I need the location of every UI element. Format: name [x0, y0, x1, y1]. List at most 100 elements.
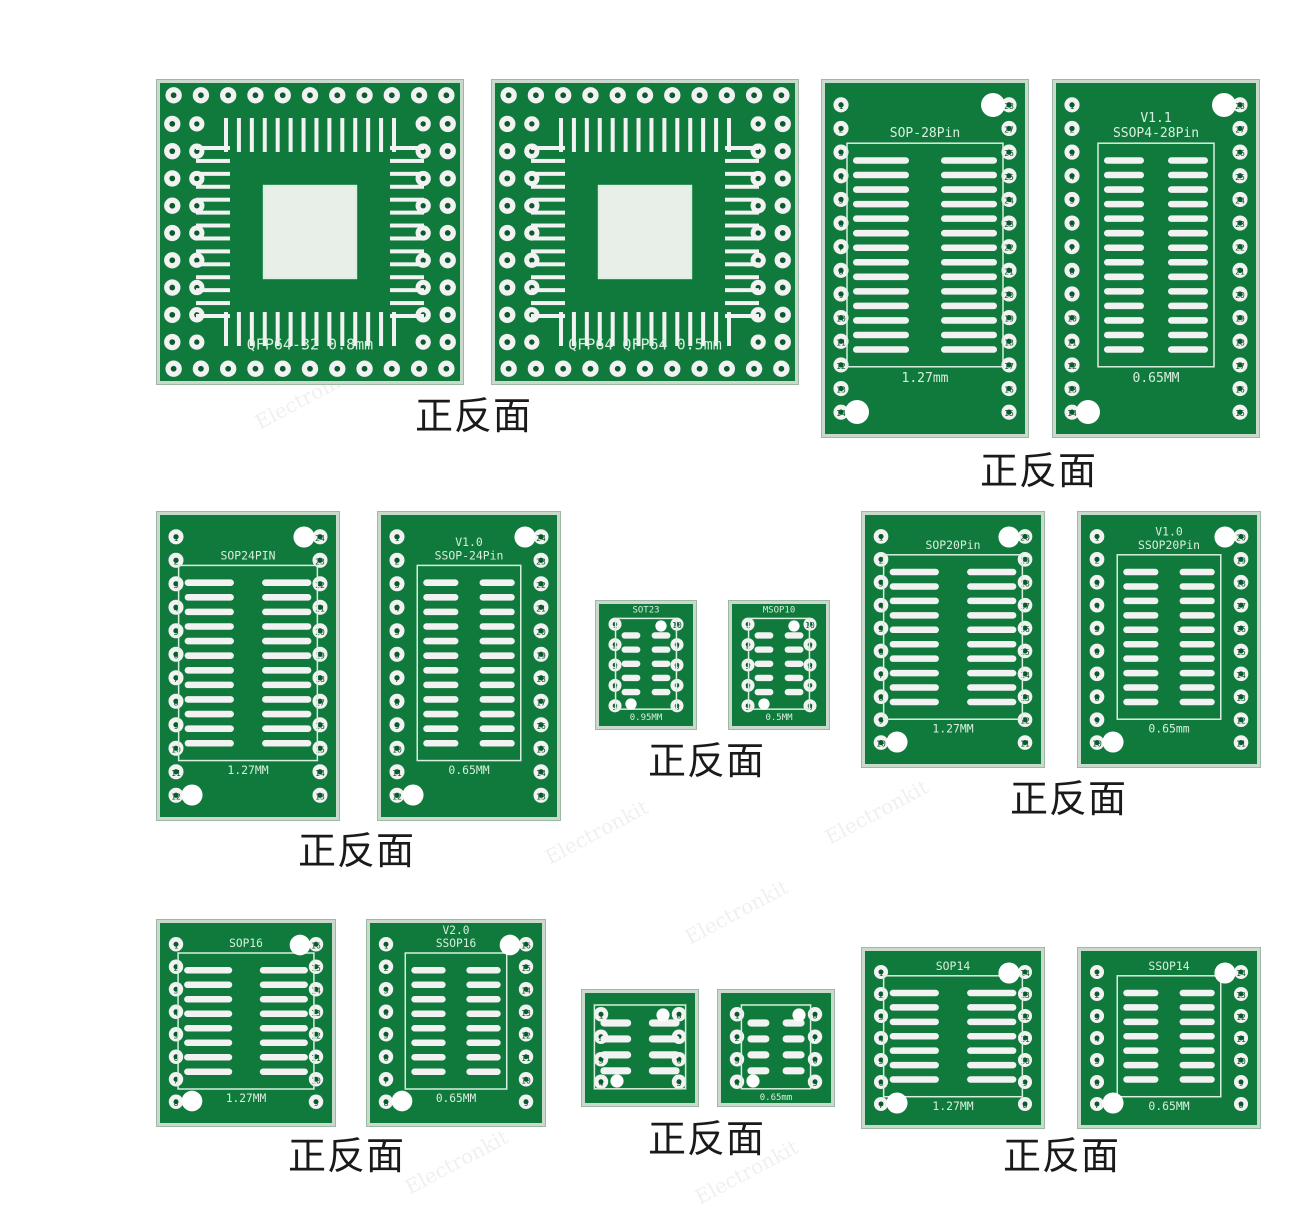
pin-number: 6: [1095, 1079, 1100, 1088]
smd-pad: [1123, 989, 1159, 997]
pin-number: 8: [1239, 1101, 1244, 1110]
smd-pad: [184, 1068, 233, 1076]
pin-number: 9: [1070, 291, 1075, 300]
mounting-hole: [181, 784, 203, 806]
smd-pad: [889, 655, 939, 662]
pin-number: 10: [1236, 1057, 1246, 1066]
pin-number: 11: [392, 769, 402, 778]
mounting-hole: [402, 784, 424, 806]
pin-number: 8: [1070, 267, 1075, 276]
smd-pad: [967, 597, 1017, 605]
qfp64-board-back: QFP64 QFP64 0.5mm: [492, 80, 798, 384]
silkscreen-label: SSOP14: [1148, 959, 1189, 973]
pin-number: 18: [1235, 338, 1245, 347]
smd-pad: [853, 229, 909, 237]
silkscreen-label: SOT23: [632, 605, 659, 615]
pin-number: 13: [315, 792, 325, 801]
silkscreen-label: 0.65MM: [436, 1092, 477, 1105]
pin-number: 11: [171, 769, 181, 778]
pin-number: 11: [1067, 338, 1077, 347]
pin-number: 4: [839, 173, 844, 182]
silkscreen-label: MSOP10: [763, 605, 796, 615]
mounting-hole: [998, 526, 1020, 548]
pin-number: 2: [1095, 991, 1100, 1000]
smd-pad: [259, 1053, 308, 1061]
pin-number: 3: [879, 1013, 884, 1022]
pin-number: 16: [1236, 625, 1246, 634]
pin-number: 3: [1070, 149, 1075, 158]
pin-number: 8: [677, 1011, 682, 1020]
pin-number: 7: [879, 1101, 884, 1110]
pin-number: 10: [392, 745, 402, 754]
smd-pad: [967, 655, 1017, 662]
smd-pad: [1104, 346, 1144, 353]
silkscreen-label: SSOP4-28Pin: [1113, 126, 1199, 141]
pin-number: 17: [1020, 602, 1030, 611]
pin-number: 9: [839, 291, 844, 300]
smd-pad: [754, 674, 774, 682]
mounting-hole: [625, 698, 637, 710]
pin-number: 24: [536, 534, 546, 543]
smd-pad: [1168, 215, 1208, 222]
smd-pad: [1104, 288, 1144, 295]
pin-number: 24: [315, 534, 325, 543]
pin-number: 14: [836, 409, 846, 418]
silkscreen-label: V1.0: [455, 535, 483, 549]
pin-number: 18: [1004, 338, 1014, 347]
smd-pad: [1123, 1047, 1159, 1054]
smd-pad: [411, 1039, 446, 1047]
smd-pad: [784, 646, 804, 653]
caption-front-back: 正反面: [298, 829, 416, 873]
pin-number: 2: [174, 557, 179, 566]
smd-pad: [648, 1035, 680, 1043]
caption-front-back: 正反面: [648, 739, 766, 783]
pin-number: 5: [839, 196, 844, 205]
smd-pad: [184, 1039, 233, 1047]
pin-number: 16: [315, 722, 325, 731]
smd-pad: [423, 594, 459, 601]
mounting-hole: [886, 1092, 908, 1114]
pin-number: 21: [1004, 267, 1014, 276]
smd-pad: [1123, 684, 1159, 691]
pin-number: 19: [1236, 556, 1246, 565]
smd-pad: [1179, 989, 1215, 997]
pin-number: 24: [1235, 196, 1245, 205]
smd-pad: [184, 1053, 233, 1061]
pin-number: 6: [879, 1079, 884, 1088]
smd-pad: [853, 288, 909, 295]
silkscreen-label: SOP20Pin: [925, 538, 980, 552]
smd-pad: [651, 660, 671, 667]
pin-number: 5: [879, 625, 884, 634]
smd-pad: [1168, 331, 1208, 339]
smd-pad: [651, 688, 671, 696]
smd-pad: [784, 632, 804, 639]
smd-pad: [1179, 640, 1215, 648]
pin-number: 6: [1070, 220, 1075, 229]
pin-number: 12: [1236, 717, 1246, 726]
smd-pad: [1168, 157, 1208, 164]
smd-pad: [411, 995, 446, 1003]
mounting-hole: [514, 526, 536, 548]
smd-pad: [1179, 1061, 1215, 1069]
smd-pad: [600, 1051, 632, 1059]
smd-pad: [941, 258, 997, 266]
smd-pad: [184, 1010, 233, 1018]
smd-pad: [423, 710, 459, 718]
smd-pad: [889, 1004, 939, 1011]
smd-pad: [1179, 655, 1215, 662]
smd-pad: [853, 302, 909, 310]
smd-pad: [262, 579, 312, 586]
pin-number: 5: [813, 1079, 818, 1088]
pin-number: 6: [813, 1056, 818, 1065]
pin-number: 13: [836, 386, 846, 395]
smd-pad: [184, 637, 234, 645]
pin-number: 26: [1004, 149, 1014, 158]
pin-number: 14: [521, 986, 531, 995]
pin-number: 25: [1004, 173, 1014, 182]
smd-pad: [853, 273, 909, 281]
pin-number: 9: [1023, 1079, 1028, 1088]
smd-pad: [1104, 200, 1144, 208]
